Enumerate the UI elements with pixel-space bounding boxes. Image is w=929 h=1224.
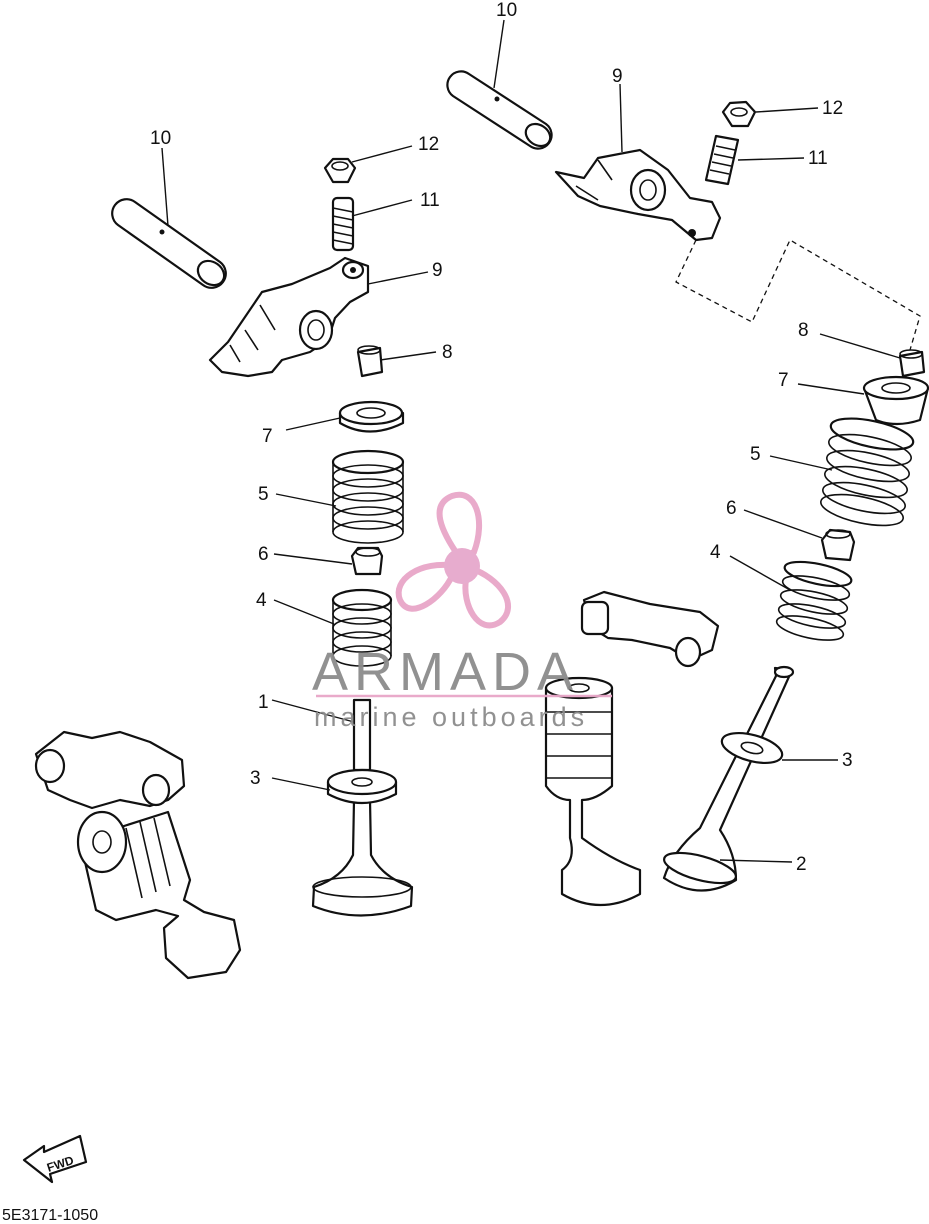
forward-direction-arrow-icon: FWD — [22, 1134, 88, 1184]
callout-5-left: 5 — [258, 484, 269, 505]
stem-seal-right — [820, 528, 856, 562]
armada-watermark: ARMADA marine outboards — [312, 491, 612, 732]
adjusting-screw-right — [704, 134, 740, 186]
dashed-reference-line — [675, 239, 921, 351]
callout-7-left: 7 — [262, 426, 273, 447]
callout-8-right: 8 — [798, 320, 809, 341]
rocker-shaft-right — [446, 70, 553, 150]
drawing-code: 5E3171-1050 — [2, 1207, 98, 1224]
callout-3-right: 3 — [842, 750, 853, 771]
stem-seal-left — [350, 546, 384, 576]
callout-labels: 10 12 11 9 8 7 5 6 4 1 3 10 9 12 11 8 7 … — [150, 0, 853, 875]
valve-spring-inner-right — [775, 560, 853, 641]
callout-8-left: 8 — [442, 342, 453, 363]
spring-retainer-right — [862, 375, 929, 426]
watermark-brand: ARMADA — [312, 642, 579, 702]
valve-spring-outer-right — [820, 417, 915, 527]
callout-4-left: 4 — [256, 590, 267, 611]
callout-11-left: 11 — [420, 190, 440, 211]
callout-12-right: 12 — [822, 98, 843, 119]
rocker-arm-right — [554, 148, 722, 242]
callout-2: 2 — [796, 854, 807, 875]
valve-spring-inner-left — [331, 588, 393, 667]
rocker-arm-left — [208, 256, 370, 378]
callout-9-left: 9 — [432, 260, 443, 281]
callout-12-left: 12 — [418, 134, 439, 155]
adjusting-screw-left — [331, 196, 355, 252]
valve-spring-outer-left — [331, 449, 405, 544]
callout-3-left: 3 — [250, 768, 261, 789]
assembled-valve-view-center — [544, 590, 720, 907]
callout-10-left: 10 — [150, 128, 171, 149]
propeller-logo-icon — [395, 491, 511, 629]
exhaust-valve — [662, 665, 795, 892]
callout-6-left: 6 — [258, 544, 269, 565]
valve-cotter-left — [356, 345, 384, 378]
rocker-shaft-left — [111, 198, 227, 289]
callout-5-right: 5 — [750, 444, 761, 465]
callout-1: 1 — [258, 692, 269, 713]
callout-9-right: 9 — [612, 66, 623, 87]
leader-lines — [161, 19, 901, 863]
assembled-valve-view-left — [34, 730, 242, 980]
callout-4-right: 4 — [710, 542, 721, 563]
spring-seat-left — [326, 768, 398, 804]
locknut-right — [721, 100, 757, 128]
callout-11-right: 11 — [808, 148, 828, 169]
callout-6-right: 6 — [726, 498, 737, 519]
watermark-tagline: marine outboards — [314, 702, 588, 732]
valve-cotter-right — [898, 349, 926, 378]
callout-7-right: 7 — [778, 370, 789, 391]
intake-valve — [311, 698, 414, 917]
spring-retainer-left — [338, 400, 405, 433]
callout-10-right: 10 — [496, 0, 517, 21]
spring-seat-right — [720, 731, 784, 765]
locknut-left — [323, 157, 357, 184]
